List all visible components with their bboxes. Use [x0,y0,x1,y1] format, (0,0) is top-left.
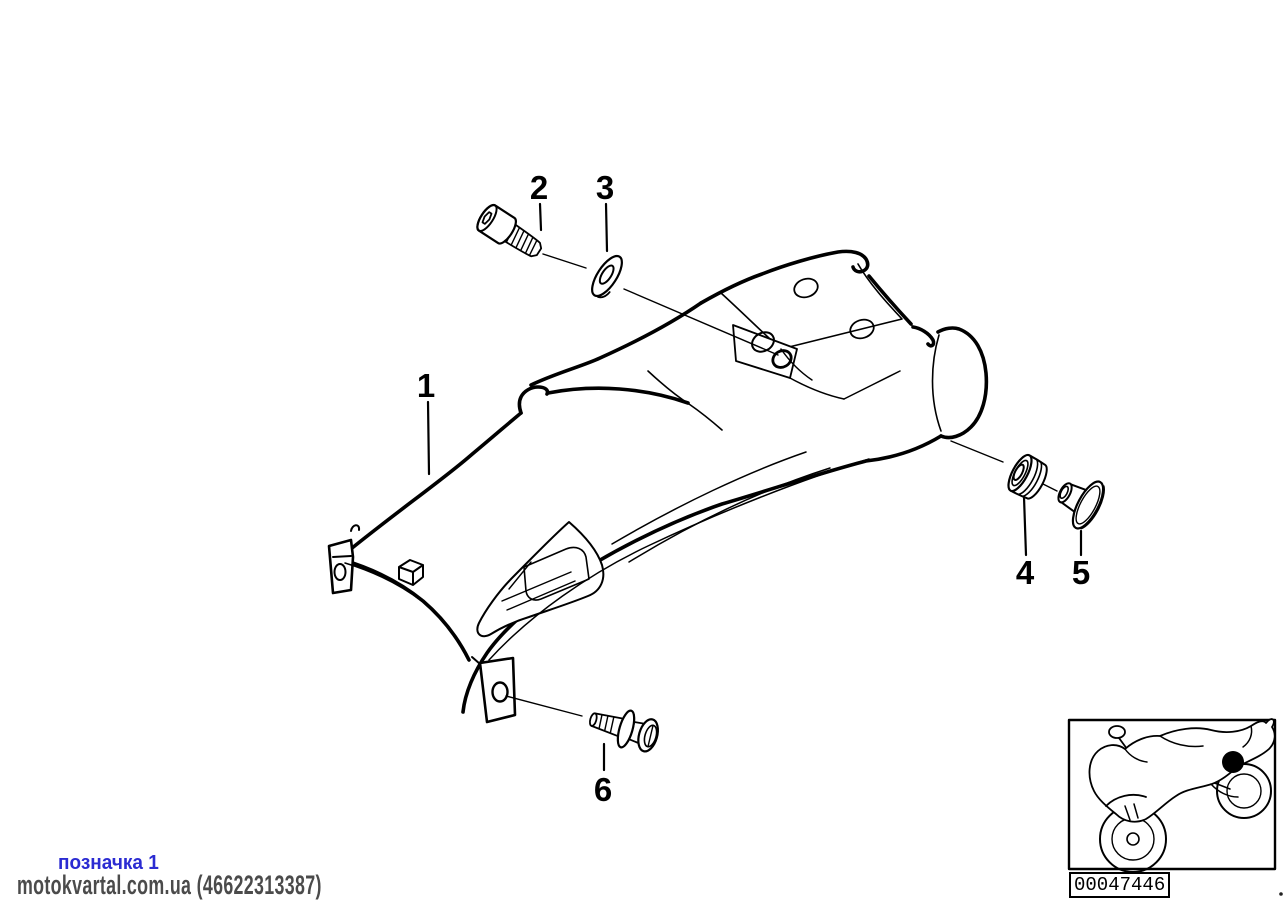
washer-drawing [591,254,623,299]
expansion-rivet-drawing [589,709,659,753]
fender-drawing [327,249,989,724]
footer-watermark: motokvartal.com.ua (46622313387) [17,870,322,900]
callout-6: 6 [593,771,613,808]
leader-line-2 [538,202,543,232]
artifact-dot [1279,892,1283,896]
bolt-drawing [476,203,543,258]
fender-vent-scoop [476,521,605,638]
footer-note: позначка 1 [58,852,159,874]
fender-top-deck [647,263,903,431]
callout-3: 3 [595,169,615,206]
callout-1: 1 [416,367,436,404]
fender-mounting-tabs [327,538,517,724]
location-marker-dot [1222,751,1244,773]
callout-2: 2 [529,169,549,206]
callout-4: 4 [1015,554,1035,591]
leader-line-4 [1022,495,1028,557]
callout-5: 5 [1071,554,1091,591]
grommet-drawing [1007,453,1048,500]
leader-lines [426,202,1083,772]
leader-line-3 [604,202,609,253]
leader-line-bolt-to-boss [542,253,779,356]
leader-line-1 [426,400,431,476]
plug-drawing [1057,480,1105,530]
leader-line-tab-to-rivet [505,695,583,717]
part-code-box: 00047446 [1069,872,1170,898]
leader-line-fender-to-grommet [950,440,1058,492]
motorcycle-icon [1088,718,1276,873]
